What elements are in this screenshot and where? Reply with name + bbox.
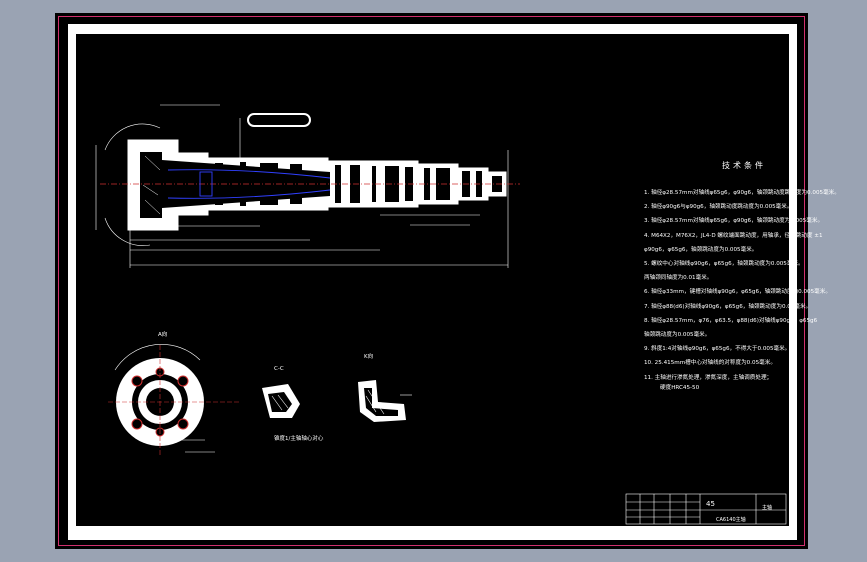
drawing-sheet[interactable]: 技术条件 1. 轴径φ28.57mm对轴线φ65g6，φ90g6，轴颈跳动度跳动…: [76, 34, 840, 526]
title-block-name: 主轴: [762, 505, 773, 511]
tech-item: 8. 轴径φ28.57mm，φ76，φ63.5，φ88(d6)对轴线φ90g6，…: [644, 317, 818, 324]
cad-drawing: [95, 104, 787, 525]
tech-item: 2. 轴径φ90g6与φ90g6，轴颈跳动度跳动度为0.005毫米。: [644, 204, 793, 211]
frame-border-line: [58, 16, 805, 546]
tech-item: φ90g6，φ65g6，轴颈跳动度为0.005毫米。: [644, 246, 758, 253]
title-block-code: CA6140主轴: [716, 517, 746, 523]
tech-requirements-list: 1. 轴径φ28.57mm对轴线φ65g6，φ90g6，轴颈跳动度跳动度为0.0…: [644, 186, 840, 395]
tech-item: 7. 轴径φ88(d6)对轴线φ90g6，φ65g6，轴颈跳动度为0.01毫米。: [644, 303, 812, 310]
tech-hardness: 硬度HRC45-50: [660, 384, 700, 391]
tech-item: 10. 25.415mm槽中心对轴线的对称度为0.05毫米。: [644, 360, 776, 367]
view-a-label: A向: [158, 332, 168, 338]
tech-item: 3. 轴径φ28.57mm对轴线φ65g6，φ90g6，轴颈跳动度为0.005毫…: [644, 218, 824, 225]
tech-item: 5. 螺纹中心对轴线φ90g6，φ65g6，轴颈跳动度为0.005毫米。: [644, 261, 804, 268]
tech-item: 轴颈跳动度为0.005毫米。: [644, 332, 711, 339]
tech-item: 6. 轴径φ33mm，键槽对轴线φ90g6，φ65g6，轴颈跳动度为0.005毫…: [644, 289, 831, 296]
tech-item: 两轴颈同轴度为0.01毫米。: [644, 275, 713, 282]
title-block-scale: 45: [706, 500, 715, 508]
tech-item: 4. M64X2，M76X2，JL4-D 螺纹端面跳动度，用轴承，径向跳动度 ±…: [644, 232, 823, 239]
tech-item: 9. 斜度1:4对轴线φ90g6，φ65g6，不得大于0.005毫米。: [644, 346, 791, 353]
view-k-label: K向: [364, 354, 374, 360]
tech-requirements-title: 技术条件: [722, 161, 766, 170]
view-a-note: 锥度1/主轴轴心对心: [274, 436, 324, 442]
tech-item: 1. 轴径φ28.57mm对轴线φ65g6，φ90g6，轴颈跳动度跳动度为0.0…: [644, 190, 840, 196]
section-cc-label: C-C: [274, 366, 284, 372]
tech-item: 11. 主轴进行渗氮处理，渗氮深度，主轴调质处理；: [644, 374, 773, 381]
